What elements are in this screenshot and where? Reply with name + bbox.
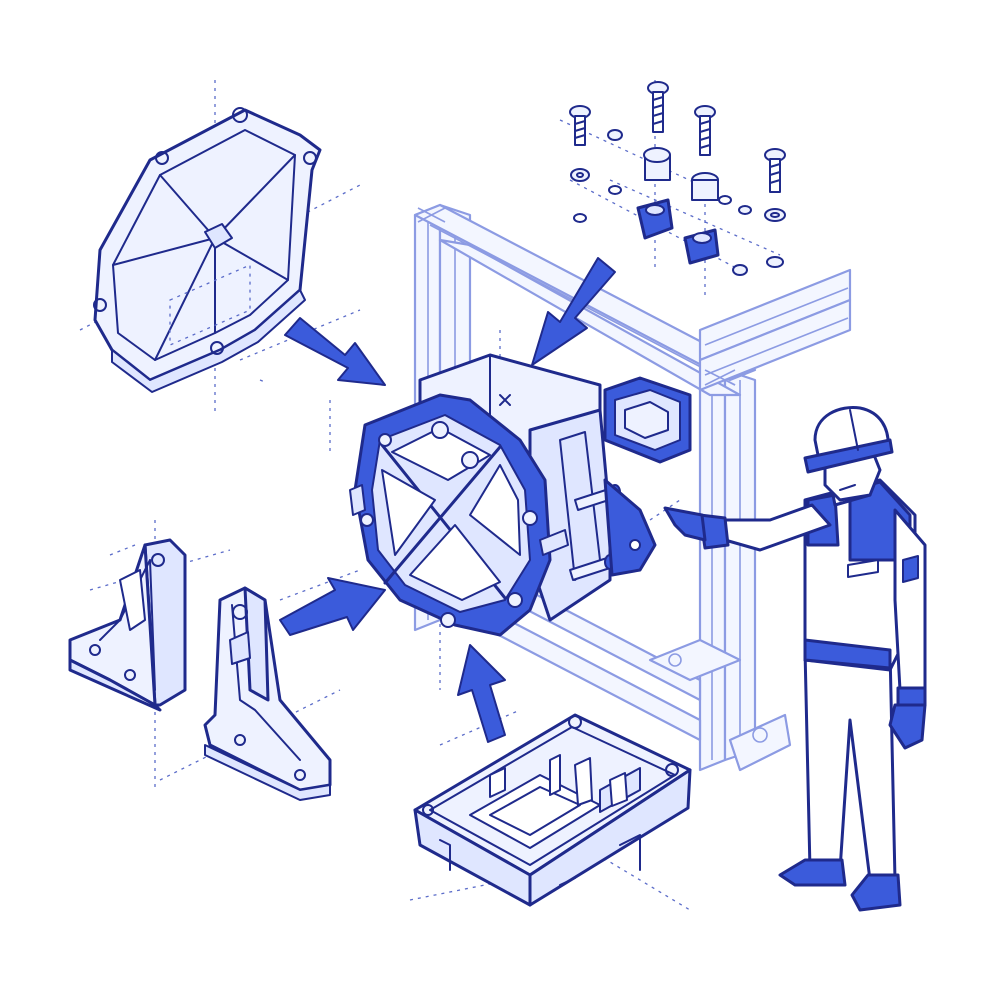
base-enclosure-tray [413, 713, 692, 907]
screw-icon [569, 105, 591, 146]
fastener-set [569, 81, 786, 276]
triangular-bracket-left [68, 538, 187, 712]
ribbed-cover-plate [93, 107, 322, 393]
assembly-arrow-icon [284, 317, 386, 386]
hard-hat-icon [803, 405, 894, 474]
washer-icon [764, 208, 786, 222]
mounting-block [603, 376, 692, 464]
washer-icon [607, 129, 623, 141]
assembly-arrow-icon [531, 257, 616, 366]
screw-icon [647, 81, 669, 133]
central-housing-assembly [349, 353, 657, 637]
washer-icon [766, 256, 784, 268]
screw-icon [764, 148, 786, 193]
triangular-bracket-right [203, 586, 332, 801]
washer-icon [732, 264, 748, 276]
assembly-arrows [279, 257, 616, 743]
washer-icon [738, 205, 752, 215]
assembly-arrow-icon [279, 577, 386, 636]
washer-icon [570, 168, 590, 182]
assembly-arrow-icon [457, 644, 506, 743]
screw-icon [694, 105, 716, 156]
technician [663, 405, 927, 912]
